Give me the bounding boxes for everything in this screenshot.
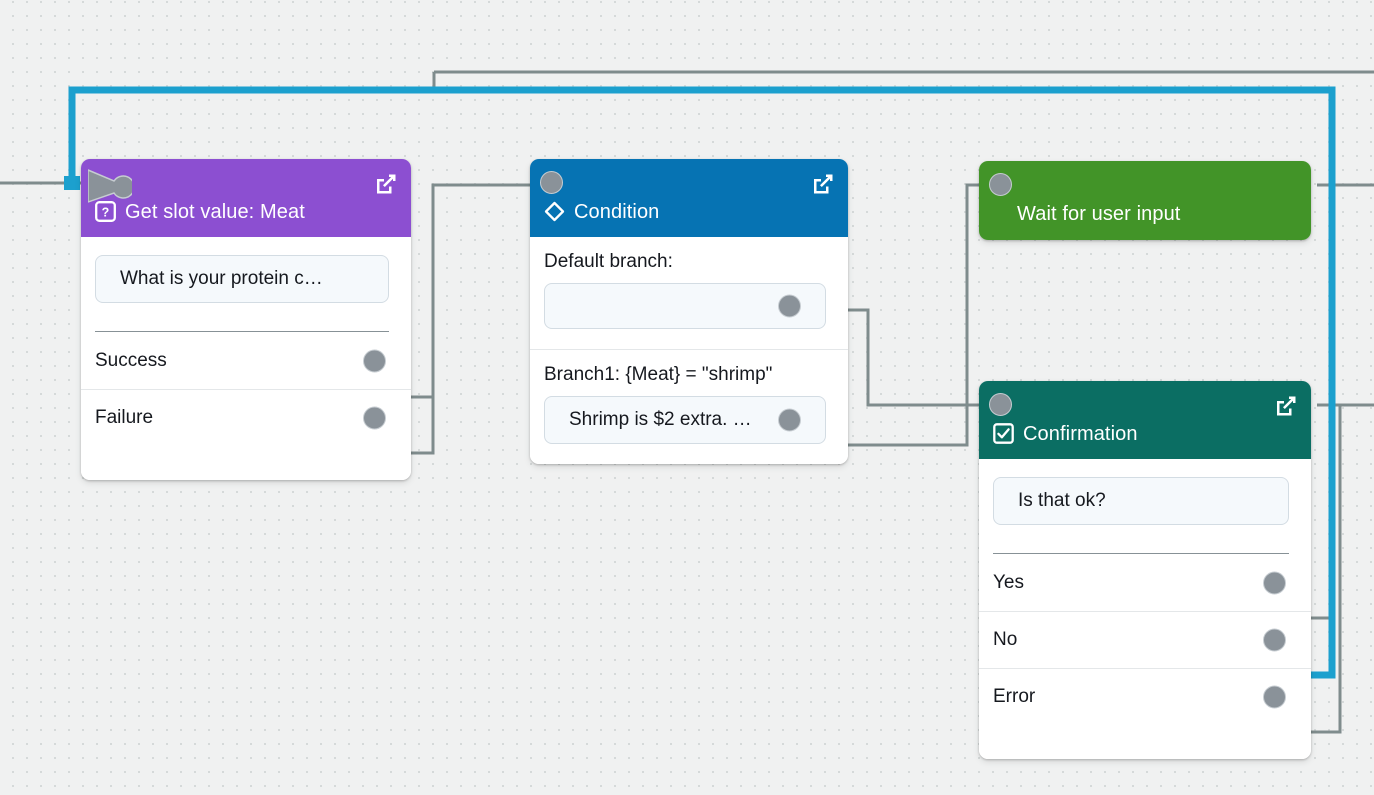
output-row-error[interactable]: Error	[979, 668, 1311, 725]
output-port-error[interactable]	[1263, 685, 1286, 709]
edit-square-icon[interactable]	[811, 172, 835, 196]
node-body: Default branch: Branch1: {Meat} = "shrim…	[530, 237, 848, 464]
input-port-confirmation[interactable]	[989, 393, 1012, 416]
diamond-icon	[544, 201, 565, 222]
output-port-default-branch[interactable]	[778, 294, 801, 318]
node-title-row: ? Get slot value: Meat	[95, 200, 305, 224]
output-port-success[interactable]	[363, 349, 386, 372]
node-footer-spacer	[979, 725, 1311, 759]
branch-message-container	[530, 283, 848, 337]
branch-label: Branch1: {Meat} = "shrimp"	[544, 364, 773, 385]
prompt-container: Is that ok?	[979, 459, 1311, 531]
prompt-text: What is your protein c…	[120, 268, 323, 289]
section-divider	[95, 331, 389, 332]
output-label: Error	[993, 686, 1036, 707]
node-body: What is your protein c… Success Failure	[81, 237, 411, 480]
branch-default: Default branch:	[530, 237, 848, 349]
node-title-text: Condition	[574, 200, 660, 223]
branch-message-container: Shrimp is $2 extra. …	[530, 396, 848, 452]
node-get-slot-value-meat[interactable]: ? Get slot value: Meat What is your prot…	[81, 159, 411, 480]
branch-message-bubble[interactable]	[544, 283, 826, 329]
output-row-no[interactable]: No	[979, 611, 1311, 668]
prompt-bubble[interactable]: What is your protein c…	[95, 255, 389, 303]
node-title-text: Wait for user input	[1017, 203, 1181, 225]
svg-text:?: ?	[102, 205, 110, 219]
output-row-failure[interactable]: Failure	[81, 389, 411, 446]
node-title-row: Confirmation	[993, 422, 1138, 446]
node-title-text: Confirmation	[1023, 422, 1138, 445]
node-header[interactable]: ? Get slot value: Meat	[81, 159, 411, 237]
wire-arrowhead-highlighted	[64, 176, 80, 190]
output-port-no[interactable]	[1263, 628, 1286, 652]
edit-square-icon[interactable]	[1274, 394, 1298, 418]
output-label: Failure	[95, 407, 154, 428]
output-port-failure[interactable]	[363, 406, 386, 430]
wire-success-to-condition	[389, 183, 541, 399]
node-header[interactable]: Condition	[530, 159, 848, 237]
output-row-yes[interactable]: Yes	[979, 554, 1311, 611]
input-port-condition[interactable]	[540, 171, 563, 194]
output-label: Success	[95, 349, 167, 371]
branch-message-bubble[interactable]: Shrimp is $2 extra. …	[544, 396, 826, 444]
section-divider	[993, 553, 1289, 554]
edit-square-icon[interactable]	[374, 172, 398, 196]
branch-label: Default branch:	[544, 251, 673, 272]
node-title-text: Get slot value: Meat	[125, 200, 305, 223]
output-label: Yes	[993, 571, 1024, 593]
node-confirmation[interactable]: Confirmation Is that ok? Yes No Error	[979, 381, 1311, 759]
prompt-text: Is that ok?	[1018, 490, 1106, 511]
question-box-icon: ?	[95, 201, 116, 222]
prompt-container: What is your protein c…	[81, 237, 411, 309]
branch-message-text: Shrimp is $2 extra. …	[569, 409, 752, 430]
branch-1: Branch1: {Meat} = "shrimp" Shrimp is $2 …	[530, 349, 848, 464]
node-header[interactable]: Confirmation	[979, 381, 1311, 459]
output-row-success[interactable]: Success	[81, 332, 411, 389]
output-port-branch1[interactable]	[778, 408, 801, 432]
node-title-row: Wait for user input	[993, 202, 1180, 226]
node-body: Is that ok? Yes No Error	[979, 459, 1311, 759]
node-title-row: Condition	[544, 200, 659, 224]
node-wait-for-user-input[interactable]: Wait for user input	[979, 161, 1311, 240]
node-condition[interactable]: Condition Default branch: Branch1: {Meat…	[530, 159, 848, 464]
input-port-wait[interactable]	[989, 173, 1012, 196]
output-port-yes[interactable]	[1263, 571, 1286, 594]
input-connector-arrow[interactable]	[88, 169, 132, 203]
prompt-bubble[interactable]: Is that ok?	[993, 477, 1289, 525]
node-footer-spacer	[81, 446, 411, 480]
checkbox-icon	[993, 423, 1014, 444]
output-label: No	[993, 629, 1018, 650]
node-header[interactable]: Wait for user input	[979, 161, 1311, 240]
